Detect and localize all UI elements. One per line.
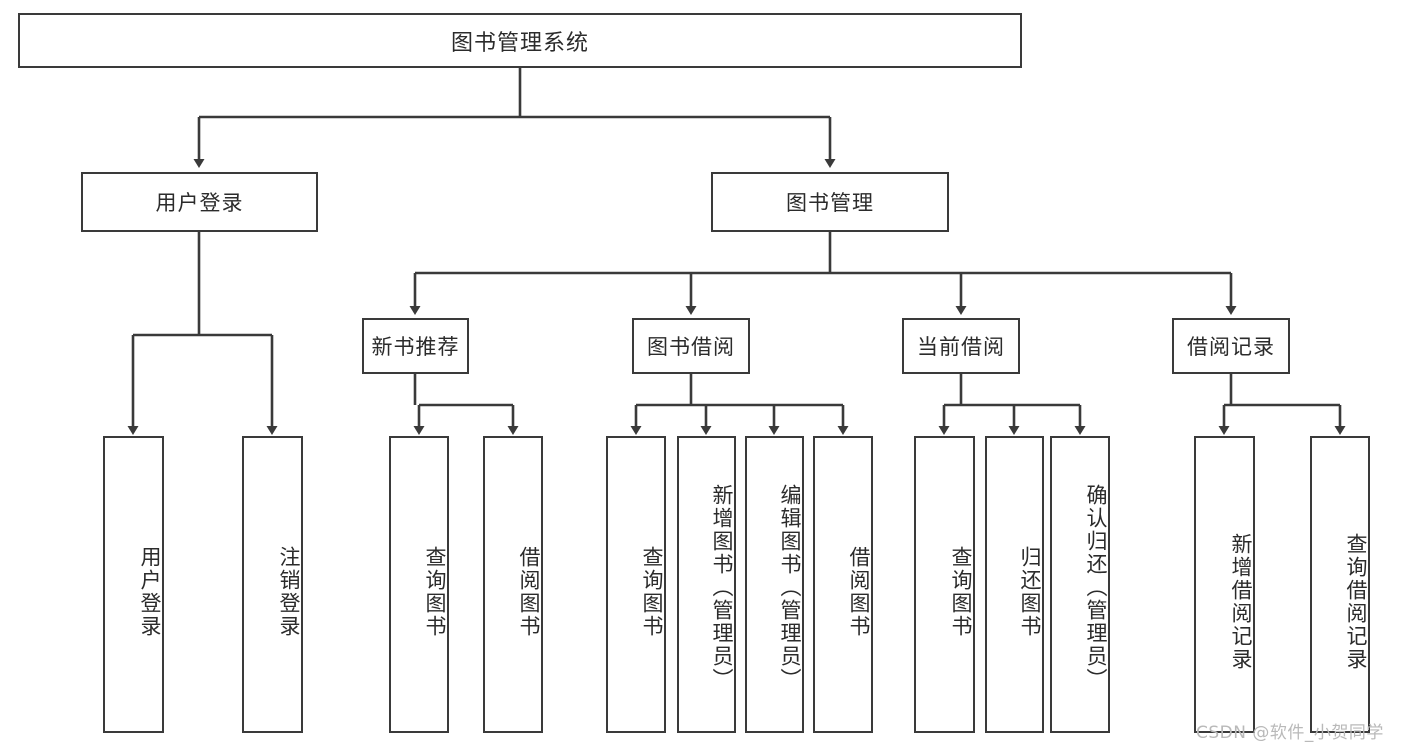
node-leaf-return-book[interactable]: 归还图书 xyxy=(985,436,1044,733)
node-book-borrow[interactable]: 图书借阅 xyxy=(632,318,750,374)
node-label: 借阅图书 xyxy=(517,545,541,638)
node-current-borrow[interactable]: 当前借阅 xyxy=(902,318,1020,374)
node-leaf-add-book[interactable]: 新增图书（管理员） xyxy=(677,436,736,733)
node-label: 新增图书（管理员） xyxy=(710,484,734,691)
node-label: 归还图书 xyxy=(1018,545,1042,638)
node-leaf-query-book-borrow[interactable]: 查询图书 xyxy=(606,436,666,733)
watermark-text: CSDN @软件_小贺同学 xyxy=(1196,723,1384,743)
node-label: 查询图书 xyxy=(640,545,664,638)
node-leaf-edit-book[interactable]: 编辑图书（管理员） xyxy=(745,436,804,733)
node-label: 图书借阅 xyxy=(647,335,735,359)
node-leaf-borrow-book-rec[interactable]: 借阅图书 xyxy=(483,436,543,733)
node-borrow-record[interactable]: 借阅记录 xyxy=(1172,318,1290,374)
node-leaf-query-book-current[interactable]: 查询图书 xyxy=(914,436,975,733)
node-label: 用户登录 xyxy=(155,191,244,215)
node-leaf-query-book-rec[interactable]: 查询图书 xyxy=(389,436,449,733)
node-label: 新书推荐 xyxy=(371,335,460,359)
node-leaf-add-record[interactable]: 新增借阅记录 xyxy=(1194,436,1255,733)
node-user-login[interactable]: 用户登录 xyxy=(81,172,318,232)
node-book-manage[interactable]: 图书管理 xyxy=(711,172,949,232)
node-new-book-rec[interactable]: 新书推荐 xyxy=(362,318,469,374)
node-root-system[interactable]: 图书管理系统 xyxy=(18,13,1022,68)
node-label: 注销登录 xyxy=(277,545,301,638)
node-leaf-logout[interactable]: 注销登录 xyxy=(242,436,303,733)
node-leaf-query-record[interactable]: 查询借阅记录 xyxy=(1310,436,1370,733)
node-label: 查询图书 xyxy=(423,545,447,638)
node-label: 当前借阅 xyxy=(917,335,1005,359)
node-label: 图书管理系统 xyxy=(450,30,589,56)
node-leaf-borrow-book[interactable]: 借阅图书 xyxy=(813,436,873,733)
node-leaf-user-login[interactable]: 用户登录 xyxy=(103,436,164,733)
node-label: 编辑图书（管理员） xyxy=(778,484,802,691)
csdn-watermark: CSDN @软件_小贺同学 xyxy=(1196,718,1384,743)
node-label: 借阅图书 xyxy=(847,545,871,638)
node-leaf-confirm-return[interactable]: 确认归还（管理员） xyxy=(1050,436,1110,733)
node-label: 新增借阅记录 xyxy=(1229,532,1253,671)
node-label: 用户登录 xyxy=(138,545,162,638)
node-label: 确认归还（管理员） xyxy=(1084,484,1108,691)
node-label: 借阅记录 xyxy=(1187,335,1275,359)
node-label: 查询借阅记录 xyxy=(1344,532,1368,671)
node-label: 查询图书 xyxy=(949,545,973,638)
node-label: 图书管理 xyxy=(786,191,874,215)
